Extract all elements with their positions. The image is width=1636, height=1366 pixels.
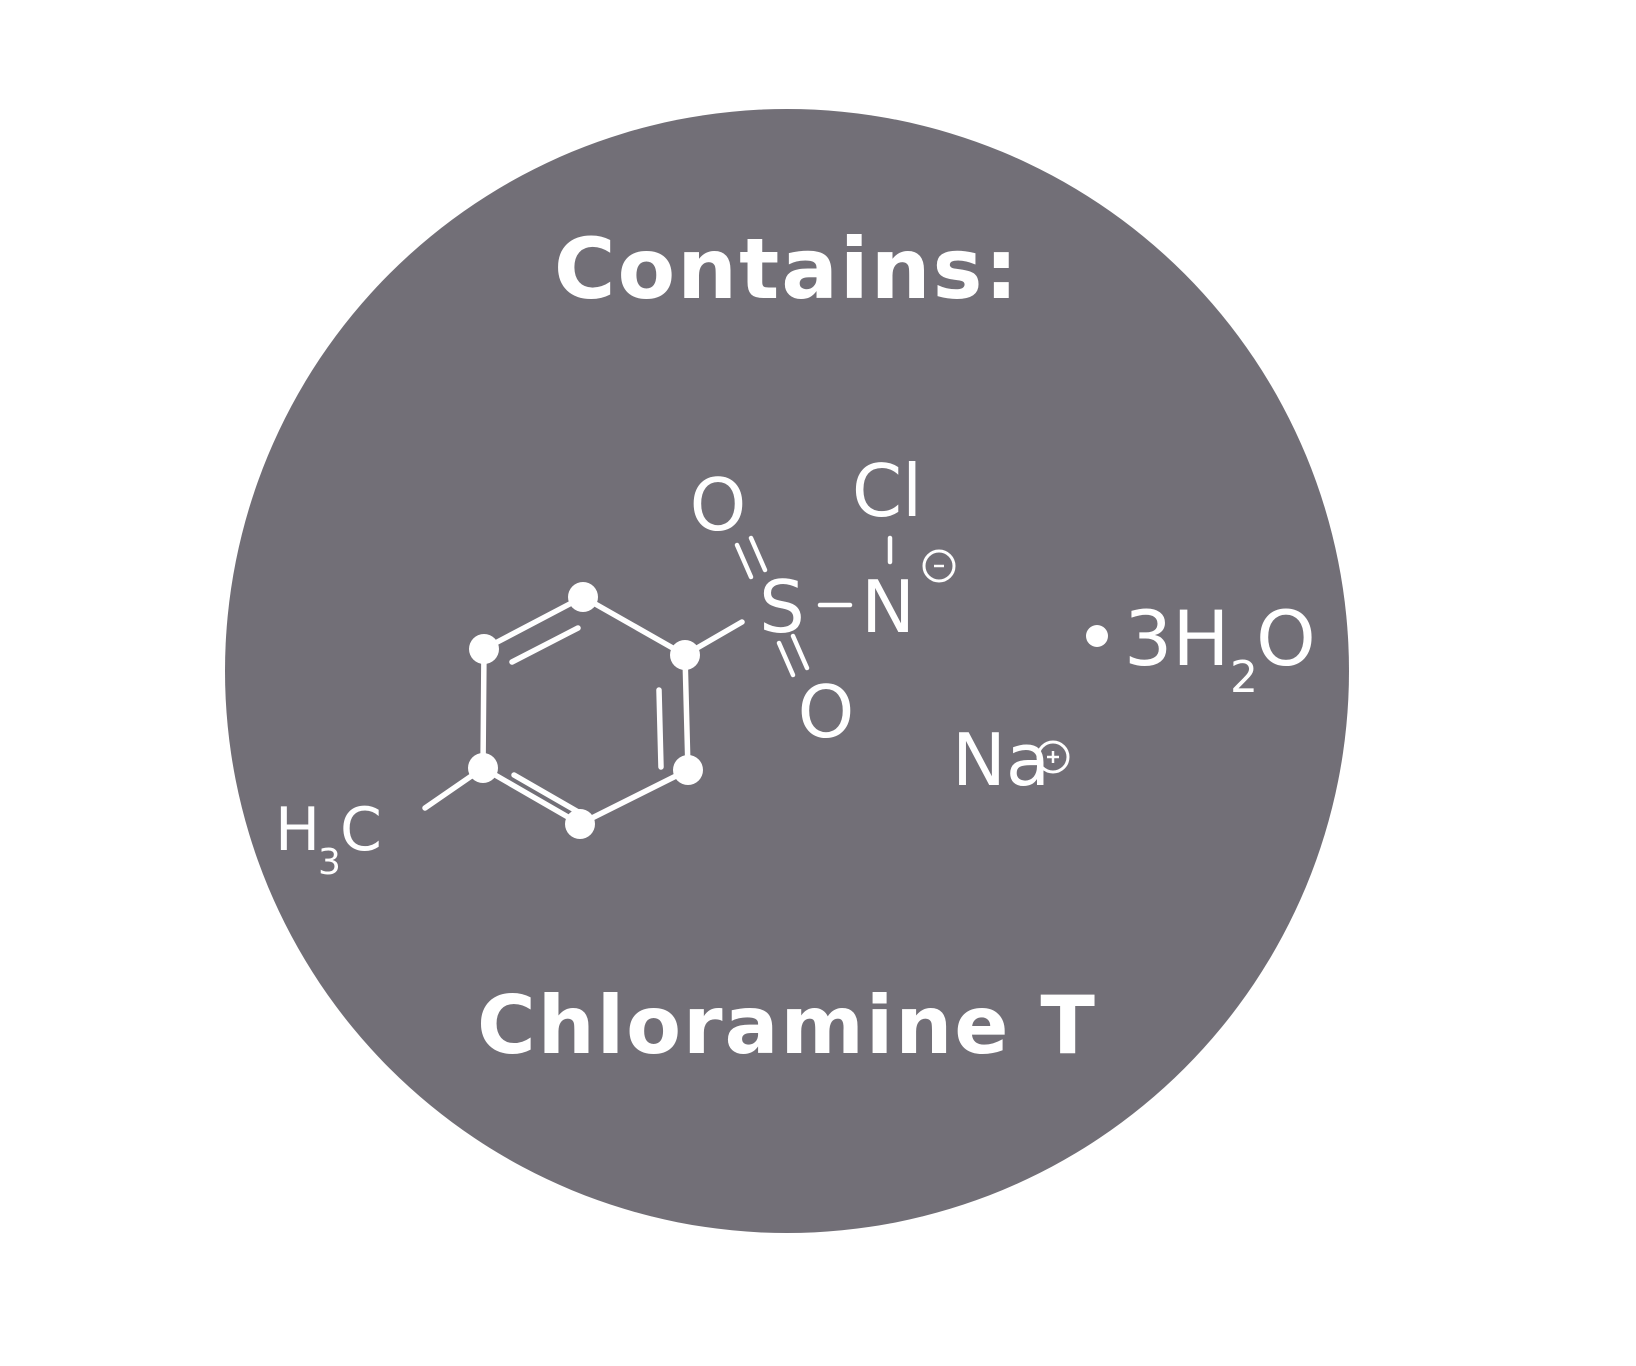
atom-chlorine: Cl <box>852 449 922 533</box>
bond <box>480 646 487 771</box>
double-bond-o-bottom <box>790 633 810 671</box>
bond <box>682 652 691 773</box>
double-bond-o-bottom <box>776 640 796 678</box>
hydrate-oxygen: O <box>1256 594 1316 683</box>
carbon-atom <box>568 582 598 612</box>
benzene-ring <box>422 594 745 827</box>
atom-sodium: Na <box>952 718 1050 802</box>
hydrate: 3H 2 O <box>1086 594 1316 703</box>
carbon-atom <box>469 634 499 664</box>
compound-name: Chloramine T <box>477 979 1097 1072</box>
inner-double-bond <box>656 687 664 770</box>
heading-contains: Contains: <box>554 220 1020 318</box>
carbon-atom <box>673 755 703 785</box>
inner-double-bond <box>511 772 583 816</box>
methyl-c: C <box>340 795 382 865</box>
negative-charge-icon <box>922 549 956 583</box>
atom-oxygen-bottom: O <box>798 670 855 754</box>
hydrate-dot <box>1086 625 1108 647</box>
bond <box>577 767 691 827</box>
atom-sulfur: S <box>759 565 805 649</box>
hydrate-coefficient: 3H <box>1124 594 1230 683</box>
methyl-subscript: 3 <box>318 842 341 883</box>
atom-nitrogen: N <box>861 565 915 649</box>
methyl-h: H <box>275 795 320 865</box>
background-disc <box>225 109 1349 1233</box>
ring-atoms <box>468 582 703 839</box>
inner-double-bond <box>509 625 581 665</box>
double-bond-o-top <box>734 542 754 580</box>
bond <box>481 594 586 652</box>
atom-oxygen-top: O <box>690 463 747 547</box>
methyl-group: H 3 C <box>275 795 382 883</box>
bond <box>580 594 688 658</box>
carbon-atom <box>468 753 498 783</box>
double-bond-o-top <box>748 535 768 573</box>
hydrate-subscript: 2 <box>1230 652 1258 703</box>
sodium-ion: Na <box>952 718 1070 802</box>
carbon-atom <box>565 809 595 839</box>
positive-charge-icon <box>1036 740 1070 774</box>
bond <box>480 765 583 827</box>
sulfonyl-bonds <box>734 535 893 678</box>
carbon-atom <box>670 640 700 670</box>
